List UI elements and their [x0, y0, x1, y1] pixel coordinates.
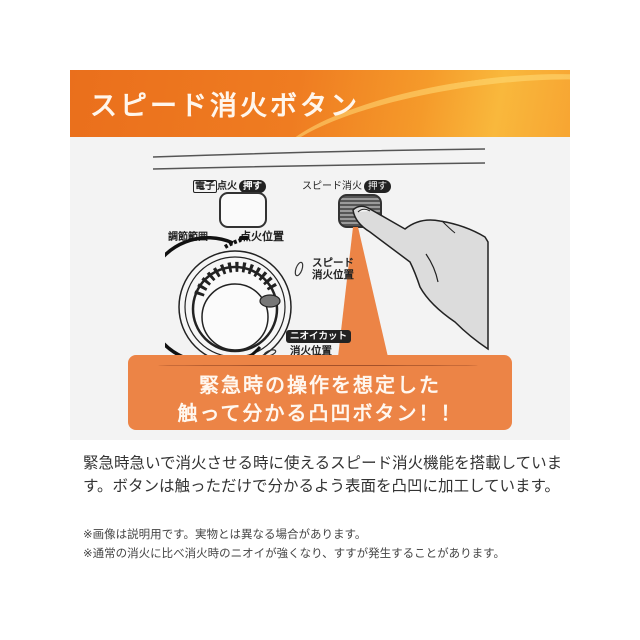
callout-divider: [158, 365, 478, 366]
press-badge: 押す: [364, 180, 392, 193]
heater-top-edge-lines: [152, 148, 486, 170]
ignite-label: 電子点火押す: [193, 177, 267, 193]
callout-line-2: 触って分かる凸凹ボタン！！: [177, 401, 463, 425]
page-title: スピード消火ボタン: [90, 91, 360, 122]
ignite-position-label: 点火位置: [240, 230, 284, 243]
hand-pressing-icon: [352, 205, 489, 351]
range-label: 調節範囲: [168, 232, 208, 243]
odor-cut-label: ニオイカット 消火位置: [286, 330, 352, 358]
dial-knob-icon: [165, 236, 304, 369]
speed-off-position-label: スピード 消火位置: [312, 257, 354, 281]
title-banner: スピード消火ボタン: [70, 70, 570, 137]
note-1: ※画像は説明用です。実物とは異なる場合があります。: [83, 527, 367, 541]
callout-pointer: [338, 227, 388, 357]
feature-callout: 緊急時の操作を想定した 触って分かる凸凹ボタン！！: [128, 355, 512, 430]
odor-cut-badge: ニオイカット: [286, 330, 352, 343]
illustration-panel: 電子点火押す スピード消火押す 調節範囲 点火位置 スピード 消火位置: [70, 137, 570, 440]
speed-extinguish-label: スピード消火押す: [302, 177, 392, 193]
press-badge: 押す: [239, 180, 267, 193]
decorative-swoosh: [363, 70, 570, 137]
note-2: ※通常の消火に比べ消火時のニオイが強くなり、すすが発生することがあります。: [83, 546, 506, 560]
feature-description: 緊急時急いで消火させる時に使えるスピード消火機能を搭載しています。ボタンは触った…: [83, 454, 563, 495]
ignite-button-icon: [219, 192, 267, 228]
callout-line-1: 緊急時の操作を想定した: [199, 373, 441, 397]
